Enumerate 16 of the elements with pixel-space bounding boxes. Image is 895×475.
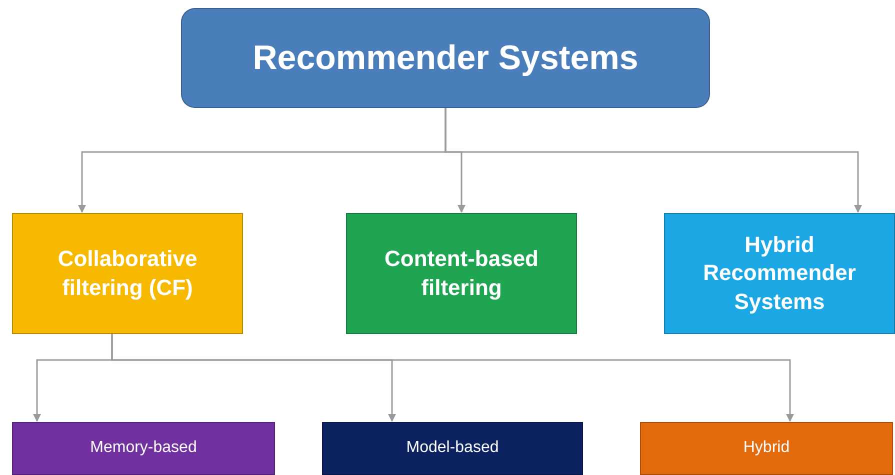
node-label: Recommender Systems [252, 38, 638, 79]
category-box [640, 422, 893, 475]
node-label: Hybrid Recommender Systems [702, 230, 857, 316]
category-box [322, 422, 583, 475]
node-label: Model-based [406, 438, 499, 458]
node-label: Memory-based [90, 438, 197, 458]
category-box [12, 422, 275, 475]
category-box [12, 213, 243, 334]
connector-arrow [111, 334, 794, 422]
root-box [181, 8, 710, 108]
connector-arrow [444, 108, 862, 213]
category-box [346, 213, 577, 334]
node-label: Hybrid [743, 438, 790, 458]
node-label: Content-based filtering [384, 244, 540, 302]
node-label: Collaborative filtering (CF) [56, 244, 198, 302]
category-box [664, 213, 895, 334]
